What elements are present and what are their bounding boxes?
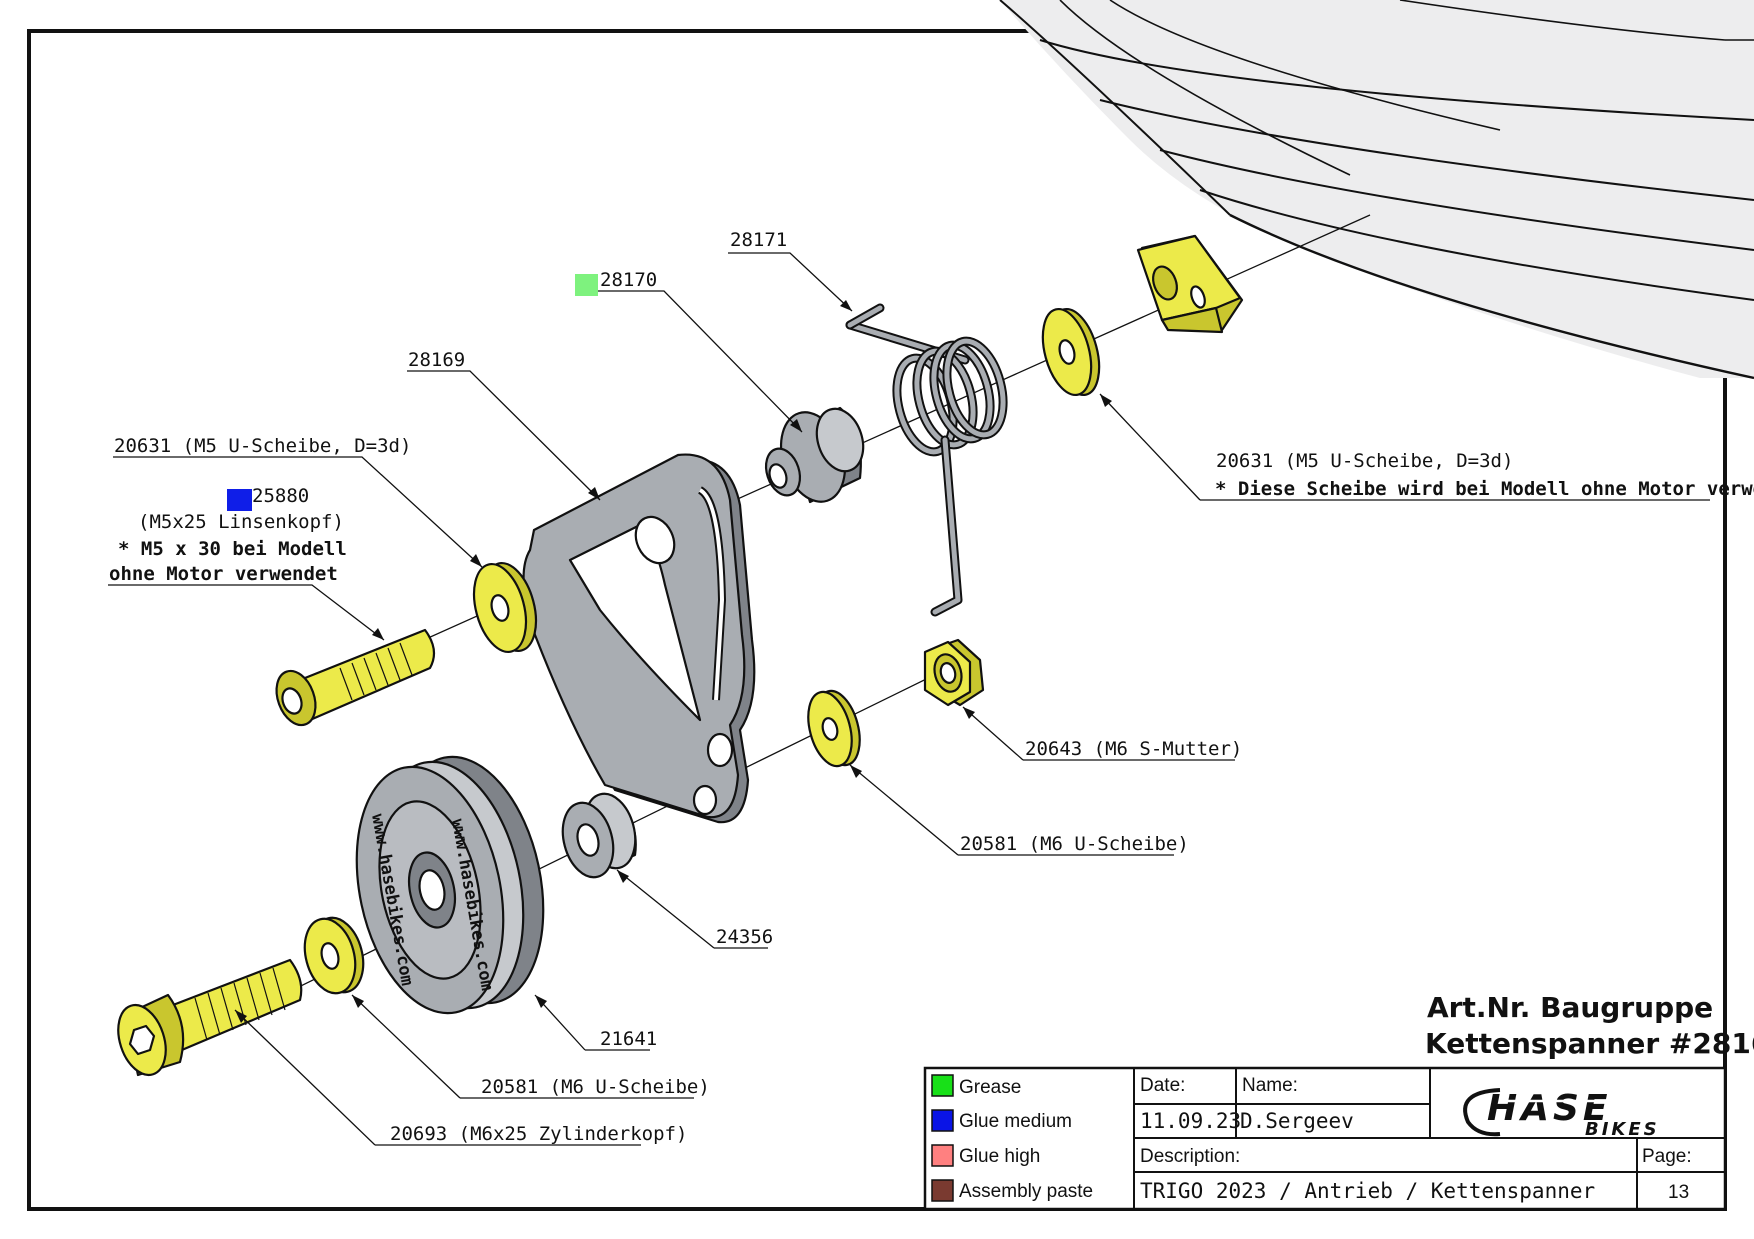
assembly-title-line2: Kettenspanner #28168 [1425, 1027, 1754, 1060]
label-20693: 20693 (M6x25 Zylinderkopf) [390, 1123, 687, 1145]
label-20581-lower: 20581 (M6 U-Scheibe) [481, 1076, 710, 1098]
label-21641: 21641 [600, 1028, 657, 1050]
block-insert [1136, 234, 1244, 334]
date-value: 11.09.23 [1140, 1109, 1241, 1133]
screw-20693 [117, 958, 303, 1077]
legend-assembly-paste: Assembly paste [959, 1181, 1093, 1202]
bushing-28170 [764, 406, 865, 504]
grease-marker-28170 [575, 274, 598, 296]
page-number: 13 [1668, 1182, 1689, 1203]
label-28170: 28170 [600, 269, 657, 291]
legend-glue-high: Glue high [959, 1146, 1040, 1167]
description-value: TRIGO 2023 / Antrieb / Kettenspanner [1140, 1179, 1595, 1203]
drawing-frame [27, 29, 1727, 1211]
pulley-21641: www.hasebikes.com www.hasebikes.com [355, 755, 545, 1015]
title-block: Grease Glue medium Glue high Assembly pa… [923, 1066, 1727, 1211]
legend-swatch-grease [931, 1074, 954, 1097]
label-20631-right: 20631 (M5 U-Scheibe, D=3d) [1216, 450, 1513, 472]
name-label: Name: [1242, 1075, 1298, 1096]
bracket-28169 [522, 453, 756, 824]
legend-swatch-assembly-paste [931, 1179, 954, 1202]
date-label: Date: [1140, 1075, 1185, 1096]
washer-20631-left [472, 561, 538, 654]
glue-marker-25880 [227, 489, 252, 511]
label-28171: 28171 [730, 229, 787, 251]
label-20631-left: 20631 (M5 U-Scheibe, D=3d) [114, 435, 411, 457]
frame-tube [999, 0, 1754, 380]
label-25880-spec: (M5x25 Linsenkopf) [138, 511, 344, 533]
label-25880-note-1: * M5 x 30 bei Modell [118, 538, 347, 560]
washer-20581-lower [303, 916, 365, 995]
label-28169: 28169 [408, 349, 465, 371]
legend-swatch-glue-high [931, 1144, 954, 1167]
leader-lines [108, 252, 1710, 1146]
nut-20643 [923, 638, 985, 707]
washer-20631-right [1041, 308, 1101, 396]
page-label: Page: [1642, 1146, 1692, 1167]
label-24356: 24356 [716, 926, 773, 948]
assembly-title-line1: Art.Nr. Baugruppe [1427, 991, 1713, 1024]
legend-swatch-glue-medium [931, 1109, 954, 1132]
legend-grease: Grease [959, 1077, 1021, 1098]
part-labels: 28171 28170 28169 20631 (M5 U-Scheibe, D… [109, 229, 1754, 1145]
logo-sub-text: BIKES [1585, 1119, 1660, 1140]
name-value: D.Sergeev [1240, 1109, 1354, 1133]
screw-25880 [275, 628, 436, 727]
hase-bikes-logo: HASE BIKES [1463, 1088, 1690, 1140]
label-25880-note-2: ohne Motor verwendet [109, 563, 338, 585]
logo-main-text: HASE [1487, 1088, 1612, 1129]
label-20631-right-note: * Diese Scheibe wird bei Modell ohne Mot… [1215, 478, 1754, 500]
spacer-24356 [561, 792, 637, 879]
description-label: Description: [1140, 1146, 1240, 1167]
legend-glue-medium: Glue medium [959, 1111, 1072, 1132]
label-25880: 25880 [252, 485, 309, 507]
label-20581-upper: 20581 (M6 U-Scheibe) [960, 833, 1189, 855]
spring-28171 [845, 303, 1008, 617]
washer-20581-upper [807, 689, 861, 768]
label-20643: 20643 (M6 S-Mutter) [1025, 738, 1242, 760]
